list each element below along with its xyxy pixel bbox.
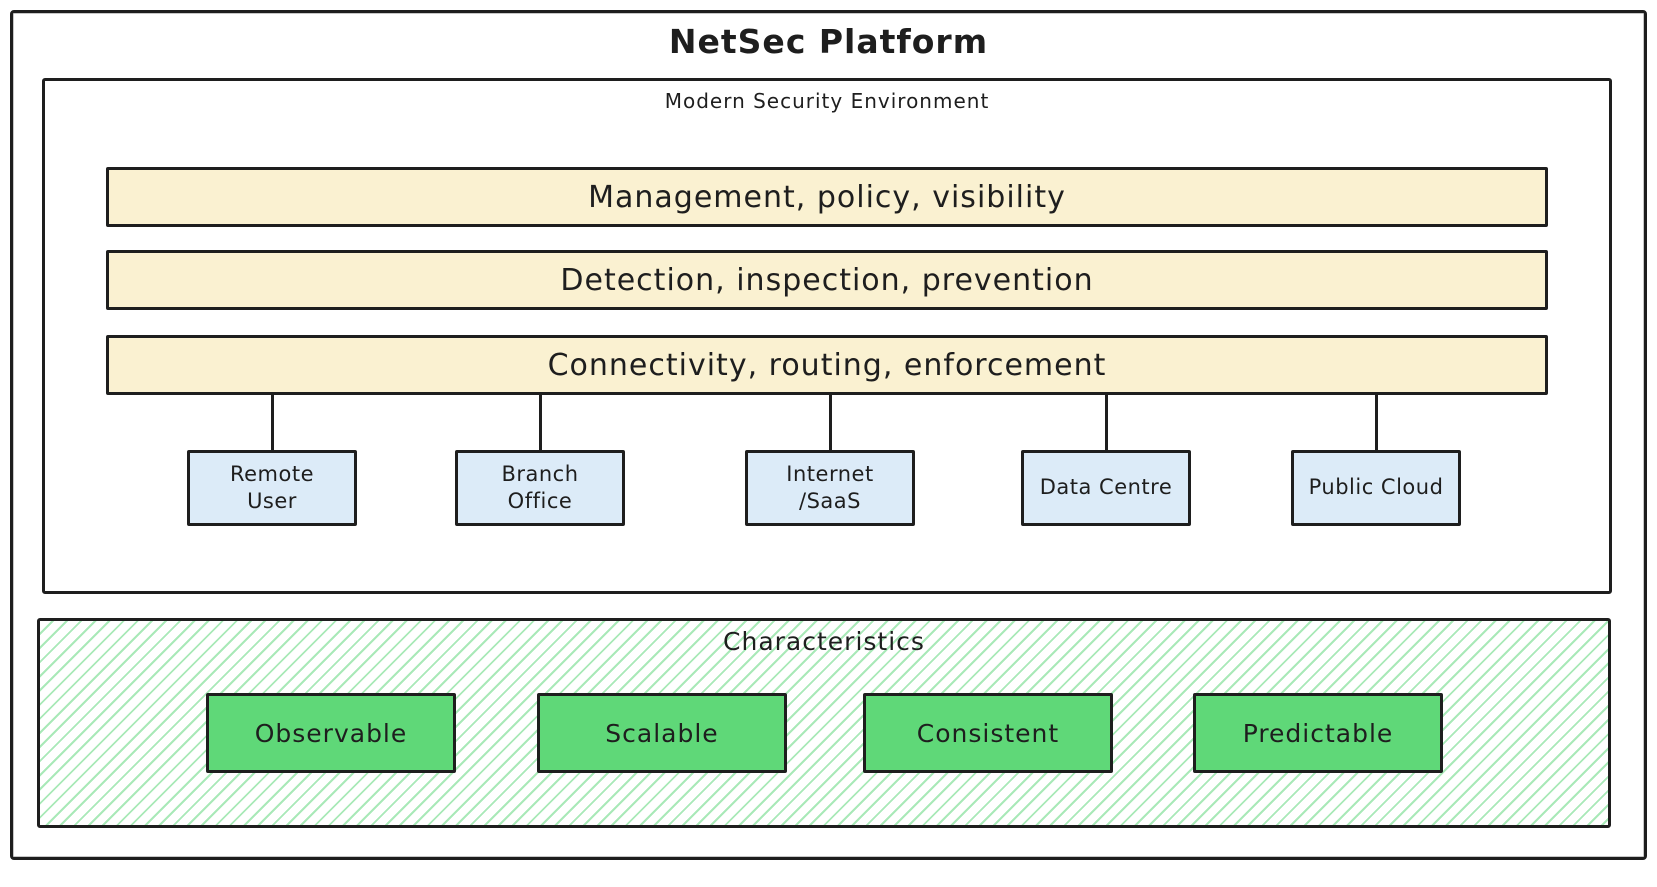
characteristic-label: Scalable <box>605 718 719 748</box>
characteristics-box: Characteristics Observable Scalable Cons… <box>37 618 1611 828</box>
endpoint-remote-user: Remote User <box>187 450 357 526</box>
endpoint-branch-office: Branch Office <box>455 450 625 526</box>
characteristic-label: Consistent <box>916 718 1060 748</box>
environment-title: Modern Security Environment <box>664 89 990 113</box>
layer-label: Connectivity, routing, enforcement <box>547 347 1107 383</box>
layer-label: Management, policy, visibility <box>588 179 1066 215</box>
characteristics-title: Characteristics <box>723 627 925 656</box>
endpoint-internet-saas: Internet /SaaS <box>745 450 915 526</box>
layer-management-policy-visibility: Management, policy, visibility <box>106 167 1548 227</box>
layer-connectivity-routing-enforcement: Connectivity, routing, enforcement <box>106 335 1548 395</box>
endpoint-label: Remote User <box>229 461 315 513</box>
connector-line-internet-saas <box>829 393 832 450</box>
connector-line-data-centre <box>1105 393 1108 450</box>
layer-label: Detection, inspection, prevention <box>560 262 1094 298</box>
endpoint-public-cloud: Public Cloud <box>1291 450 1461 526</box>
characteristic-label: Predictable <box>1242 718 1394 748</box>
connector-line-public-cloud <box>1375 393 1378 450</box>
endpoint-label: Internet /SaaS <box>786 461 874 513</box>
diagram-title: NetSec Platform <box>668 22 989 61</box>
characteristic-observable: Observable <box>206 693 456 773</box>
layer-detection-inspection-prevention: Detection, inspection, prevention <box>106 250 1548 310</box>
endpoint-label: Branch Office <box>501 461 579 513</box>
characteristic-consistent: Consistent <box>863 693 1113 773</box>
endpoint-label: Data Centre <box>1039 475 1173 500</box>
connector-line-branch-office <box>539 393 542 450</box>
endpoint-data-centre: Data Centre <box>1021 450 1191 526</box>
endpoint-label: Public Cloud <box>1308 475 1444 500</box>
modern-security-environment-box: Modern Security Environment Management, … <box>42 78 1612 594</box>
characteristic-predictable: Predictable <box>1193 693 1443 773</box>
netsec-platform-frame <box>10 10 1647 860</box>
characteristic-scalable: Scalable <box>537 693 787 773</box>
connector-line-remote-user <box>271 393 274 450</box>
characteristic-label: Observable <box>254 718 408 748</box>
